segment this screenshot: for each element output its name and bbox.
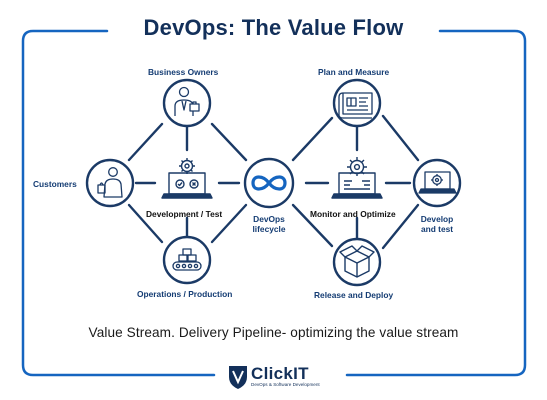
customers-label: Customers — [33, 179, 77, 189]
infinity-icon — [251, 175, 287, 191]
plan-measure-label: Plan and Measure — [318, 67, 390, 77]
devops-lifecycle-label: DevOps lifecycle — [249, 214, 289, 234]
clickit-brand: ClickIT DevOps & Software Development — [227, 364, 337, 390]
monitor-optimize-label: Monitor and Optimize — [310, 209, 396, 219]
develop-test-line1: Develop — [420, 214, 454, 224]
blueprint-icon — [338, 92, 373, 119]
value-stream-caption: Value Stream. Delivery Pipeline- optimiz… — [88, 325, 459, 340]
conveyor-belt-icon — [172, 248, 202, 271]
plan-measure-node — [332, 78, 382, 128]
person-with-briefcase-icon — [174, 86, 200, 116]
operations-production-label: Operations / Production — [137, 289, 233, 299]
develop-test-line2: and test — [420, 224, 454, 234]
clickit-shield-logo-icon — [229, 366, 247, 389]
customers-node — [85, 158, 135, 208]
development-test-label: Development / Test — [146, 209, 223, 219]
outer-frame — [21, 29, 527, 377]
develop-test-node — [412, 158, 462, 208]
diagram-title: DevOps: The Value Flow — [143, 15, 404, 40]
brand-tagline: DevOps & Software Development — [251, 382, 320, 387]
package-box-icon — [339, 245, 375, 278]
release-deploy-node — [332, 237, 382, 287]
computer-gear-icon — [331, 157, 383, 199]
devops-lifecycle-line2: lifecycle — [252, 224, 286, 234]
brand-name: ClickIT — [251, 364, 309, 383]
connector-lines — [127, 114, 420, 250]
devops-lifecycle-line1: DevOps — [253, 214, 285, 224]
laptop-gear-icon — [418, 171, 457, 194]
business-owners-node — [162, 78, 212, 128]
laptop-gears-icon — [161, 158, 213, 199]
release-deploy-label: Release and Deploy — [314, 290, 394, 300]
shopping-person-icon — [97, 167, 123, 198]
business-owners-label: Business Owners — [148, 67, 219, 77]
develop-test-label: Develop and test — [416, 214, 458, 234]
